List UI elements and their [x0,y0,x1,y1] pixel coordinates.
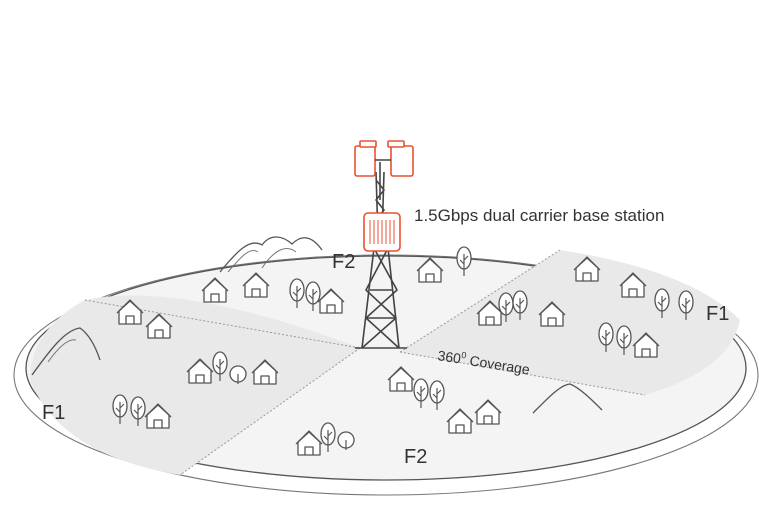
mountain-icon [227,248,297,273]
sector-label-f2-top: F2 [332,251,355,273]
coverage-degree-sup: 0 [461,350,468,361]
coverage-degrees: 360 [437,347,463,366]
mountain-icon [532,383,603,414]
sector-label-f1-left: F1 [42,402,65,424]
sector-label-f1-right: F1 [706,303,729,325]
lattice-tower-icon [355,162,407,349]
radio-unit-icon [363,212,401,252]
coverage-ground [13,249,759,496]
station-label: 1.5Gbps dual carrier base station [414,206,664,225]
mountain-icon [31,327,101,376]
sector-label-f2-bottom: F2 [404,446,427,468]
mountain-icon [219,236,323,273]
antenna-panel-icon [354,140,414,177]
mountain-icon [47,339,77,363]
